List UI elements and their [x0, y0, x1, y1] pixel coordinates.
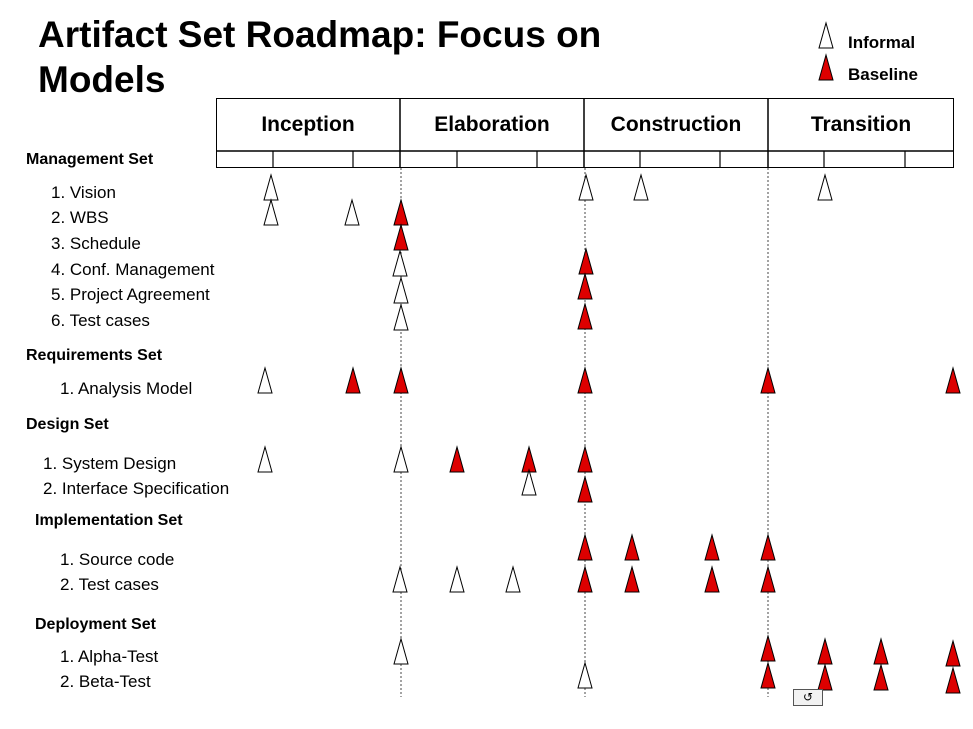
baseline-triangle [760, 366, 776, 394]
return-button[interactable]: ↺ [793, 689, 823, 706]
baseline-triangle [393, 223, 409, 251]
item-conf-management: 4. Conf. Management [51, 260, 215, 279]
baseline-triangle [760, 634, 776, 662]
baseline-triangle [577, 565, 593, 593]
item-interface-specification: 2. Interface Specification [43, 479, 230, 498]
return-arrow-icon: ↺ [802, 690, 814, 704]
item-schedule: 3. Schedule [51, 234, 141, 253]
set-header-management: Management Set [26, 151, 154, 168]
item-test-cases-impl: 2. Test cases [60, 575, 159, 594]
informal-triangle [817, 173, 833, 201]
baseline-triangle [945, 639, 961, 667]
baseline-triangle [577, 445, 593, 473]
baseline-triangle [817, 637, 833, 665]
baseline-triangle [760, 661, 776, 689]
informal-triangle [257, 445, 273, 473]
legend-baseline-label: Baseline [848, 65, 918, 84]
page-title: Artifact Set Roadmap: Focus on Models [38, 14, 602, 100]
phase-transition: Transition [810, 113, 912, 136]
item-beta-test: 2. Beta-Test [60, 672, 151, 691]
baseline-triangle [393, 198, 409, 226]
informal-triangle [257, 366, 273, 394]
baseline-triangle [817, 663, 833, 691]
baseline-triangle [624, 533, 640, 561]
informal-triangle [344, 198, 360, 226]
informal-triangle [392, 249, 408, 277]
baseline-triangle [945, 666, 961, 694]
informal-triangle [393, 303, 409, 331]
set-header-design: Design Set [26, 416, 109, 433]
phase-timeline [216, 98, 954, 168]
set-header-implementation: Implementation Set [35, 512, 183, 529]
baseline-triangle [704, 533, 720, 561]
baseline-triangle [577, 475, 593, 503]
baseline-triangle [577, 533, 593, 561]
informal-triangle [263, 198, 279, 226]
informal-triangle [577, 661, 593, 689]
baseline-triangle [945, 366, 961, 394]
item-system-design: 1. System Design [43, 454, 177, 473]
informal-triangle [521, 468, 537, 496]
baseline-triangle [818, 53, 834, 81]
informal-triangle [818, 21, 834, 49]
item-wbs: 2. WBS [51, 208, 109, 227]
informal-triangle [393, 276, 409, 304]
item-source-code: 1. Source code [60, 550, 175, 569]
phase-inception: Inception [261, 113, 355, 136]
informal-triangle [578, 173, 594, 201]
phase-construction: Construction [610, 113, 742, 136]
set-header-deployment: Deployment Set [35, 616, 156, 633]
phase-elaboration: Elaboration [434, 113, 550, 136]
baseline-triangle [577, 366, 593, 394]
baseline-triangle [393, 366, 409, 394]
baseline-triangle [577, 302, 593, 330]
baseline-triangle [704, 565, 720, 593]
informal-triangle [633, 173, 649, 201]
item-analysis-model: 1. Analysis Model [60, 379, 193, 398]
baseline-triangle [578, 247, 594, 275]
informal-triangle [393, 445, 409, 473]
item-alpha-test: 1. Alpha-Test [60, 647, 159, 666]
baseline-triangle [577, 272, 593, 300]
informal-triangle [393, 637, 409, 665]
item-test-cases-mgmt: 6. Test cases [51, 311, 150, 330]
item-project-agreement: 5. Project Agreement [51, 285, 210, 304]
baseline-triangle [345, 366, 361, 394]
informal-triangle [449, 565, 465, 593]
baseline-triangle [873, 637, 889, 665]
baseline-triangle [873, 663, 889, 691]
informal-triangle [392, 565, 408, 593]
legend-informal-label: Informal [848, 33, 916, 52]
baseline-triangle [449, 445, 465, 473]
informal-triangle [263, 173, 279, 201]
set-header-requirements: Requirements Set [26, 347, 163, 364]
item-vision: 1. Vision [51, 183, 116, 202]
baseline-triangle [760, 565, 776, 593]
baseline-triangle [760, 533, 776, 561]
baseline-triangle [624, 565, 640, 593]
informal-triangle [505, 565, 521, 593]
